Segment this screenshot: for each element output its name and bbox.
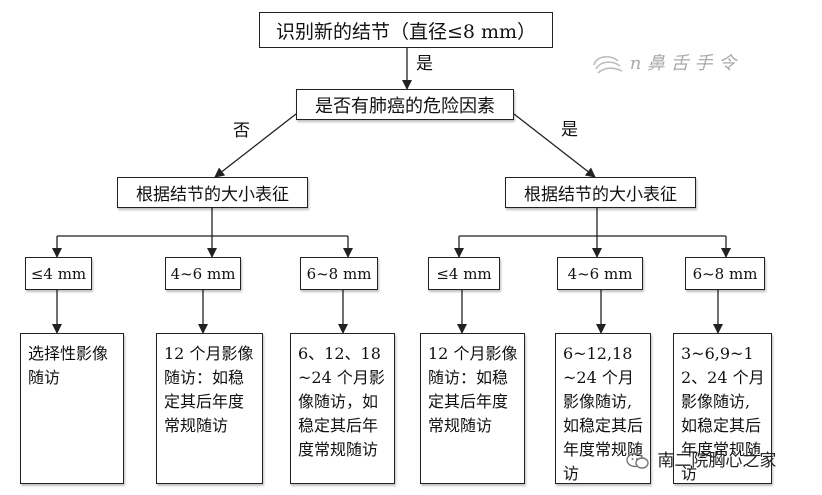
right-action-1: 12 个月影像随访：如稳定其后年度常规随访 — [428, 344, 518, 435]
swirl-logo-icon — [593, 56, 623, 74]
left-size-box-2: 4~6 mm — [165, 257, 241, 290]
watermark-top-right-text: n 鼻 舌 手 令 — [629, 53, 737, 74]
watermark-top-right: n 鼻 舌 手 令 — [590, 49, 736, 77]
right-size-box-1: ≤4 mm — [428, 257, 500, 290]
right-size-1: ≤4 mm — [436, 264, 492, 283]
left-size-2: 4~6 mm — [170, 264, 236, 283]
right-size-box-3: 6~8 mm — [685, 257, 765, 290]
left-size-box-3: 6~8 mm — [300, 257, 378, 290]
right-branch-title-box: 根据结节的大小表征 — [505, 177, 696, 208]
left-size-box-1: ≤4 mm — [25, 257, 92, 290]
root-text: 识别新的结节（直径≤8 mm） — [275, 20, 537, 43]
right-action-box-3: 3~6,9~12、24 个月影像随访,如稳定其后年度常规随访 — [673, 333, 772, 484]
risk-question-text: 是否有肺癌的危险因素 — [315, 95, 495, 117]
left-branch-title: 根据结节的大小表征 — [136, 185, 289, 205]
right-size-3: 6~8 mm — [692, 264, 758, 283]
left-action-3: 6、12、18~24 个月影像随访，如稳定其后年度常规随访 — [298, 344, 385, 459]
right-size-2: 4~6 mm — [567, 264, 633, 283]
right-branch-title: 根据结节的大小表征 — [524, 185, 677, 205]
left-action-2: 12 个月影像随访：如稳定其后年度常规随访 — [164, 344, 254, 435]
left-size-1: ≤4 mm — [30, 264, 87, 283]
right-action-box-1: 12 个月影像随访：如稳定其后年度常规随访 — [420, 333, 525, 484]
wechat-icon — [626, 452, 649, 469]
yes-label-right: 是 — [561, 120, 578, 140]
right-action-3: 3~6,9~12、24 个月影像随访,如稳定其后年度常规随访 — [681, 344, 765, 483]
left-action-1: 选择性影像随访 — [28, 344, 109, 387]
no-label: 否 — [233, 121, 250, 141]
left-action-box-2: 12 个月影像随访：如稳定其后年度常规随访 — [156, 333, 263, 484]
right-action-2: 6~12,18~24 个月影像随访,如稳定其后年度常规随访 — [563, 344, 644, 483]
left-action-box-1: 选择性影像随访 — [20, 333, 124, 484]
watermark-bottom-right-text: 南二院胸心之家 — [657, 451, 777, 471]
right-size-box-2: 4~6 mm — [557, 257, 643, 290]
right-action-box-2: 6~12,18~24 个月影像随访,如稳定其后年度常规随访 — [555, 333, 651, 484]
left-action-box-3: 6、12、18~24 个月影像随访，如稳定其后年度常规随访 — [290, 333, 395, 484]
left-size-3: 6~8 mm — [306, 264, 372, 283]
watermark-bottom-right: 南二院胸心之家 — [626, 446, 776, 471]
left-branch-title-box: 根据结节的大小表征 — [117, 177, 308, 208]
root-box: 识别新的结节（直径≤8 mm） — [259, 12, 553, 48]
yes-label-top: 是 — [416, 54, 433, 74]
risk-question-box: 是否有肺癌的危险因素 — [296, 89, 514, 120]
